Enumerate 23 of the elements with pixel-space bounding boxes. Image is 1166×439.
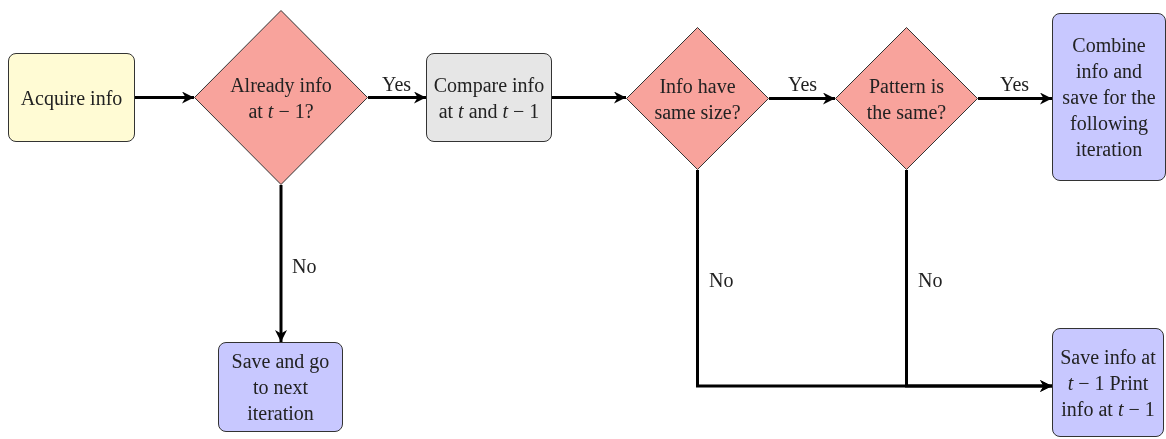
arrow	[135, 91, 194, 104]
process-box	[1052, 328, 1164, 437]
node-label: Save info at t − 1 Print info at t − 1	[1059, 344, 1157, 422]
node-label: Acquire info	[19, 85, 124, 111]
node-label: Already info at t − 1?	[229, 72, 333, 124]
arrow	[368, 91, 426, 104]
node-label: Compare info at t and t − 1	[432, 72, 546, 124]
arrow	[275, 185, 287, 342]
arrow	[978, 92, 1052, 105]
process-box	[426, 53, 552, 142]
arrow	[552, 91, 626, 104]
node-label: Pattern is the same?	[865, 73, 948, 125]
start-box	[8, 53, 135, 142]
node-label: Save and go to next iteration	[230, 349, 331, 426]
decision-diamond	[194, 10, 368, 185]
arrow	[769, 92, 835, 105]
node-label: Info have same size?	[653, 73, 742, 125]
process-box	[218, 342, 343, 432]
decision-diamond	[626, 27, 769, 170]
process-box	[1052, 13, 1166, 181]
decision-diamond	[835, 27, 978, 170]
arrow	[905, 170, 1052, 392]
node-label: Combine info and save for the following iteration	[1061, 33, 1157, 162]
